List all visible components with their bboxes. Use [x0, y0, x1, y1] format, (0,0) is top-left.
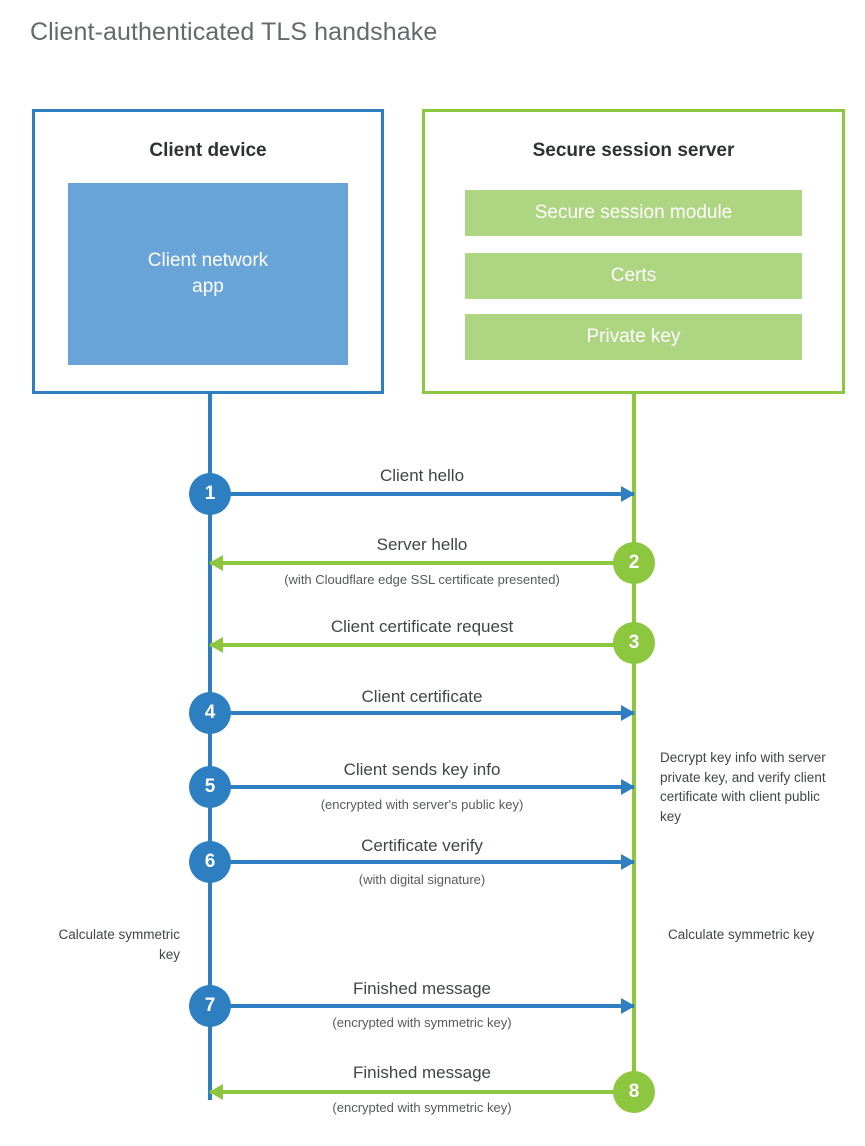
step-2-sublabel: (with Cloudflare edge SSL certificate pr…: [284, 572, 560, 587]
step-7-label: Finished message: [353, 979, 491, 998]
client-device-box: Client device Client network app: [32, 109, 384, 394]
secure-session-server-box: Secure session server Secure session mod…: [422, 109, 845, 394]
step-1-circle: 1: [189, 473, 231, 515]
step-8-circle: 8: [613, 1071, 655, 1113]
server-lifeline: [632, 394, 636, 1094]
server-bar-label: Certs: [610, 265, 657, 286]
step-2-arrow: [209, 555, 634, 571]
step-6-label: Certificate verify: [361, 836, 483, 855]
step-number: 2: [628, 552, 640, 573]
secure-session-server-title: Secure session server: [532, 140, 735, 161]
step-3-label: Client certificate request: [330, 617, 514, 636]
server-bar-certs: Certs: [465, 253, 802, 299]
server-bar-private-key: Private key: [465, 314, 802, 360]
step-8-label: Finished message: [353, 1063, 491, 1082]
server-calculate-symmetric-key-annotation: Calculate symmetric key: [668, 927, 815, 942]
step-8-sublabel: (encrypted with symmetric key): [332, 1100, 512, 1115]
step-7-arrow: [210, 998, 635, 1014]
client-network-app-label: Client network app: [147, 250, 269, 297]
client-network-app-block: Client network app: [68, 183, 348, 365]
step-2-circle: 2: [613, 542, 655, 584]
step-4-arrow: [210, 705, 635, 721]
step-6-arrow: [210, 854, 635, 870]
server-decrypt-annotation: Decrypt key info with server private key…: [660, 750, 826, 824]
step-4-label: Client certificate: [361, 687, 483, 706]
step-number: 5: [204, 776, 216, 797]
step-1-arrow: [210, 486, 635, 502]
step-4-circle: 4: [189, 692, 231, 734]
client-calculate-symmetric-key-annotation: Calculate symmetric key: [58, 927, 180, 962]
step-number: 8: [628, 1081, 640, 1102]
step-5-circle: 5: [189, 766, 231, 808]
client-device-title: Client device: [149, 140, 267, 161]
server-bar-secure-session-module: Secure session module: [465, 190, 802, 236]
step-number: 6: [204, 851, 216, 872]
step-2-label: Server hello: [376, 535, 468, 554]
step-3-circle: 3: [613, 622, 655, 664]
step-6-circle: 6: [189, 841, 231, 883]
step-1-label: Client hello: [379, 466, 465, 485]
step-number: 7: [204, 995, 216, 1016]
step-7-sublabel: (encrypted with symmetric key): [332, 1015, 512, 1030]
step-7-circle: 7: [189, 985, 231, 1027]
client-lifeline: [208, 394, 212, 1100]
step-5-arrow: [210, 779, 635, 795]
server-bar-label: Secure session module: [534, 202, 733, 223]
step-number: 1: [204, 483, 216, 504]
step-5-sublabel: (encrypted with server's public key): [320, 797, 524, 812]
step-6-sublabel: (with digital signature): [358, 872, 486, 887]
step-5-label: Client sends key info: [343, 760, 501, 779]
step-number: 3: [628, 632, 640, 653]
server-bar-label: Private key: [586, 326, 681, 347]
page-title: Client-authenticated TLS handshake: [30, 18, 438, 46]
step-8-arrow: [209, 1084, 634, 1100]
step-3-arrow: [209, 637, 634, 653]
step-number: 4: [204, 702, 216, 723]
